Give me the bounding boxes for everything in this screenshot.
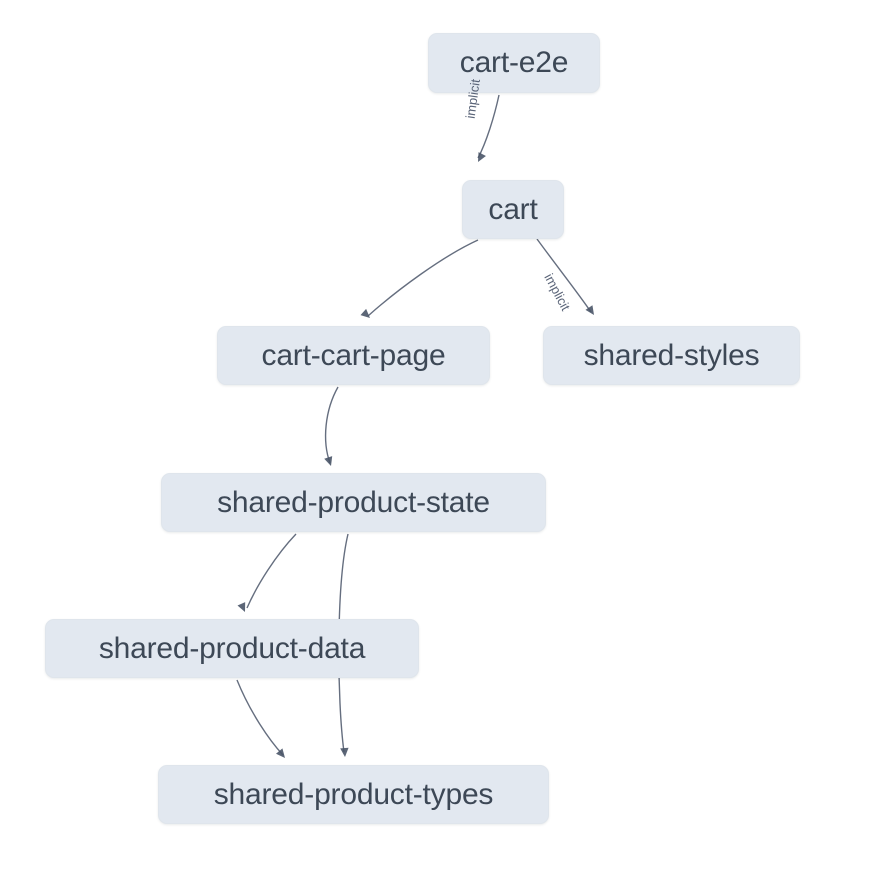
graph-node-shared-product-data[interactable]: shared-product-data <box>45 619 419 678</box>
graph-node-label: cart-e2e <box>459 46 569 79</box>
graph-edge-shared-product-state-to-shared-product-data <box>246 533 297 609</box>
graph-node-cart-cart-page[interactable]: cart-cart-page <box>217 326 490 385</box>
graph-edge-cart-e2e-to-cart <box>477 94 500 159</box>
graph-node-label: shared-product-state <box>217 485 490 519</box>
graph-edge-arrowhead <box>478 152 486 162</box>
graph-edge-arrowhead <box>360 308 370 318</box>
graph-node-label: cart-cart-page <box>261 338 446 372</box>
graph-edge-cart-cart-page-to-shared-product-state <box>324 386 339 464</box>
graph-node-label: shared-styles <box>583 338 760 372</box>
graph-edge-arrowhead <box>275 748 285 758</box>
graph-edge-arrowhead <box>324 456 333 466</box>
graph-edge-cart-to-cart-cart-page <box>367 239 479 317</box>
graph-edge-shared-product-data-to-shared-product-types <box>236 679 284 756</box>
graph-edge-arrowhead <box>585 305 594 315</box>
graph-node-label: shared-product-types <box>213 777 494 811</box>
graph-edge-arrowhead <box>237 602 246 612</box>
graph-edge-arrowhead <box>340 747 349 757</box>
graph-node-shared-product-types[interactable]: shared-product-types <box>158 765 549 824</box>
graph-node-shared-styles[interactable]: shared-styles <box>543 326 800 385</box>
graph-node-label: cart <box>488 192 538 226</box>
graph-node-shared-product-state[interactable]: shared-product-state <box>161 473 546 532</box>
graph-node-cart[interactable]: cart <box>462 180 564 239</box>
graph-node-label: shared-product-data <box>98 631 366 665</box>
graph-edge-label: implicit <box>462 78 483 120</box>
graph-edge-label: implicit <box>541 270 574 314</box>
graph-node-cart-e2e[interactable]: cart-e2e <box>428 33 600 93</box>
